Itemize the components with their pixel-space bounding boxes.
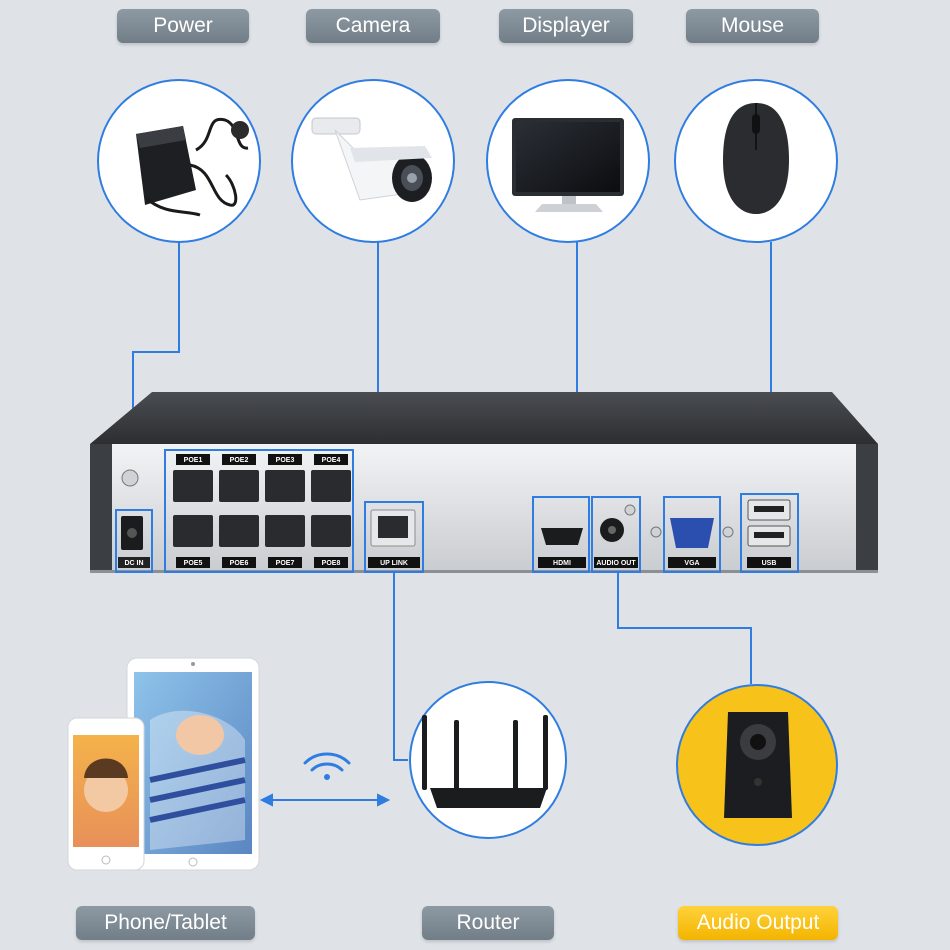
label-phone-tablet: Phone/Tablet [76,906,255,940]
power-adapter-icon [136,117,249,217]
port-label-poe4: POE4 [322,457,341,464]
port-label-poe7: POE7 [276,560,295,567]
router-icon [422,715,548,808]
wifi-icon [303,752,351,780]
port-label-audio-out: AUDIO OUT [596,560,636,567]
speaker-icon [724,712,792,818]
port-label-vga: VGA [684,560,699,567]
label-mouse: Mouse [686,9,819,43]
label-power: Power [117,9,249,43]
label-router: Router [422,906,554,940]
label-camera: Camera [306,9,440,43]
wireless-link [259,793,391,807]
port-label-poe1: POE1 [184,457,203,464]
audio-connector [617,572,752,684]
port-label-poe2: POE2 [230,457,249,464]
port-label-poe8: POE8 [322,560,341,567]
port-label-uplink: UP LINK [380,560,408,567]
mouse-icon [723,103,789,214]
poe-ports [173,470,351,547]
router-circle [409,681,567,839]
port-label-poe3: POE3 [276,457,295,464]
label-displayer: Displayer [499,9,633,43]
bullet-camera-icon [311,117,432,202]
router-connector [393,572,408,761]
port-label-poe5: POE5 [184,560,203,567]
nvr-recorder [90,392,878,573]
port-label-usb: USB [762,560,777,567]
label-audio-output: Audio Output [678,906,838,940]
phone-tablet-icon [67,657,260,871]
port-label-poe6: POE6 [230,560,249,567]
monitor-icon [512,118,624,212]
port-label-dc-in: DC IN [124,560,143,567]
port-label-hdmi: HDMI [553,560,571,567]
